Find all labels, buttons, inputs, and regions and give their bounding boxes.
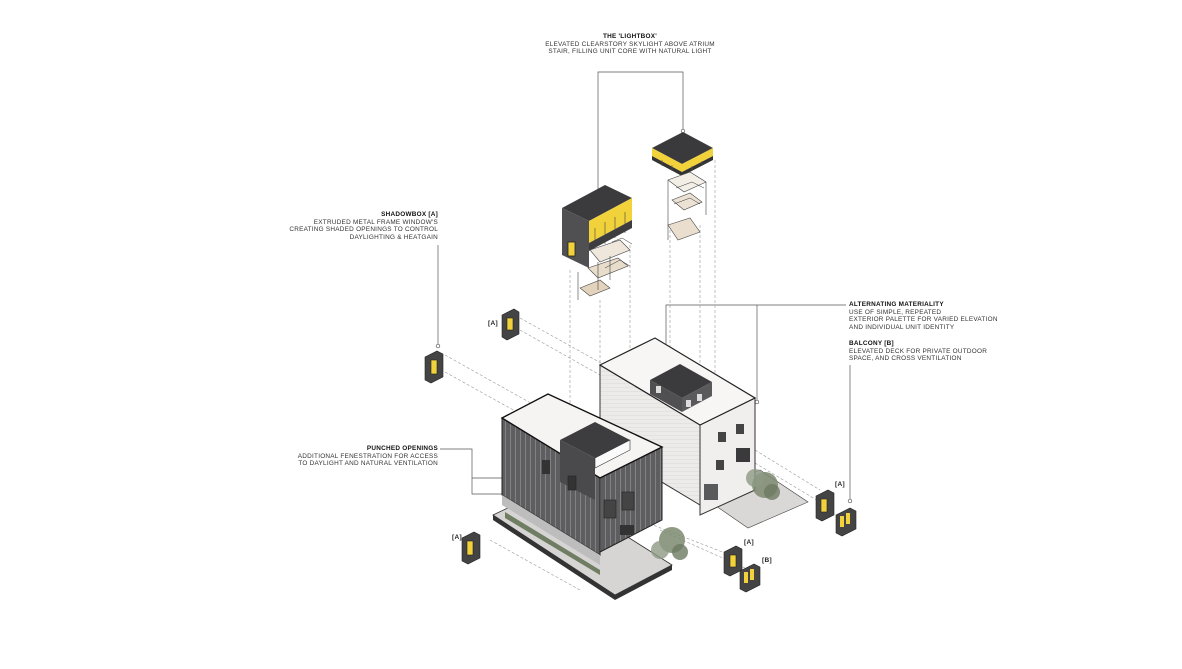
lightbox-line-2: STAIR, FILLING UNIT CORE WITH NATURAL LI… [548, 48, 712, 56]
materiality-line-2: EXTERIOR PALETTE FOR VARIED ELEVATION [849, 316, 998, 324]
tag-b-mid: [B] [762, 557, 772, 564]
balcony-annotation: BALCONY [B] ELEVATED DECK FOR PRIVATE OU… [849, 340, 1029, 363]
tag-a-mid: [A] [744, 539, 754, 546]
window-module-a-left [461, 531, 481, 565]
shadowbox-title: SHADOWBOX [A] [381, 211, 438, 218]
balcony-line-1: ELEVATED DECK FOR PRIVATE OUTDOOR [849, 347, 988, 355]
window-module-a-right [815, 489, 835, 522]
lightbox-right [652, 132, 713, 241]
materiality-title: ALTERNATING MATERIALITY [849, 301, 944, 308]
lightbox-line-1: ELEVATED CLEARSTORY SKYLIGHT ABOVE ATRIU… [545, 40, 715, 48]
lightbox-title: THE 'LIGHTBOX' [602, 33, 658, 40]
leader-lines [437, 71, 851, 500]
window-module-a-mid [723, 545, 743, 577]
balcony-module-b-right [835, 507, 857, 537]
materiality-line-3: AND INDIVIDUAL UNIT IDENTITY [849, 323, 955, 331]
dark-building [492, 393, 688, 600]
punched-title: PUNCHED OPENINGS [366, 445, 438, 452]
light-building [598, 337, 809, 529]
window-module-a-upper [501, 308, 520, 341]
punched-line-2: TO DAYLIGHT AND NATURAL VENTILATION [298, 460, 438, 468]
materiality-line-1: USE OF SIMPLE, REPEATED [849, 308, 942, 316]
shadowbox-annotation: SHADOWBOX [A] EXTRUDED METAL FRAME WINDO… [268, 211, 438, 241]
materiality-annotation: ALTERNATING MATERIALITY USE OF SIMPLE, R… [849, 301, 1029, 331]
lightbox-annotation: THE 'LIGHTBOX' ELEVATED CLEARSTORY SKYLI… [530, 33, 730, 56]
balcony-title: BALCONY [B] [849, 340, 894, 347]
window-module-a-shadowbox [424, 350, 444, 384]
lightbox-left [562, 185, 633, 300]
balcony-module-b-mid [739, 563, 761, 593]
tag-a-upper: [A] [488, 320, 498, 327]
shadowbox-line-1: EXTRUDED METAL FRAME WINDOW'S [313, 218, 438, 226]
tag-a-left: [A] [452, 534, 462, 541]
shadowbox-line-2: CREATING SHADED OPENINGS TO CONTROL [289, 226, 438, 234]
punched-line-1: ADDITIONAL FENESTRATION FOR ACCESS [297, 452, 438, 460]
punched-openings-annotation: PUNCHED OPENINGS ADDITIONAL FENESTRATION… [268, 445, 438, 468]
tag-a-right: [A] [835, 481, 845, 488]
balcony-line-2: SPACE, AND CROSS VENTILATION [849, 355, 962, 363]
shadowbox-line-3: DAYLIGHTING & HEATGAIN [349, 233, 438, 241]
